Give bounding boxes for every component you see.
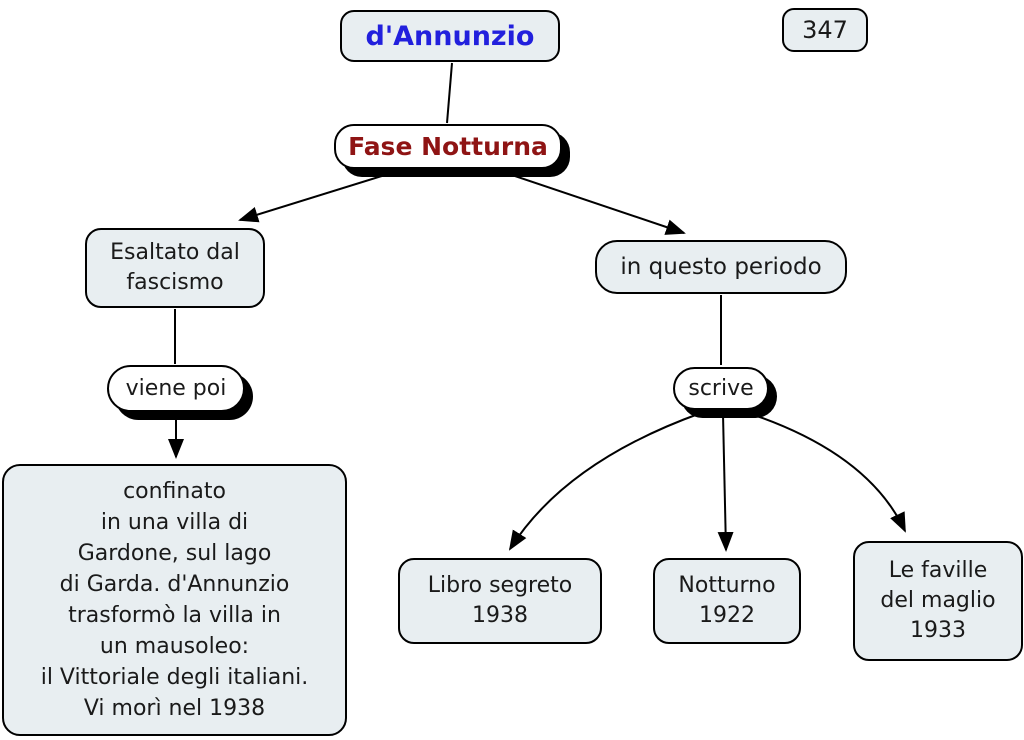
node-libro-segreto[interactable]: Libro segreto 1938 — [398, 558, 602, 644]
node-libro-segreto-label: Libro segreto 1938 — [427, 573, 573, 628]
node-notturno-label: Notturno 1922 — [678, 573, 776, 628]
node-esaltato-dal-fascismo[interactable]: Esaltato dal fascismo — [85, 228, 265, 308]
node-dannunzio-label: d'Annunzio — [365, 20, 535, 52]
node-in-questo-periodo[interactable]: in questo periodo — [595, 240, 847, 294]
link-phrase-viene-poi-label: viene poi — [125, 376, 227, 401]
link-phrase-scrive-label: scrive — [688, 376, 754, 401]
connector-phase-to-questo — [499, 170, 686, 235]
connector-phase-to-esaltato — [238, 170, 399, 223]
page-number-label: 347 — [802, 16, 848, 44]
node-notturno[interactable]: Notturno 1922 — [653, 558, 801, 644]
node-le-faville-label: Le faville del maglio 1933 — [880, 558, 996, 643]
node-in-questo-periodo-label: in questo periodo — [620, 254, 822, 280]
node-dannunzio[interactable]: d'Annunzio — [340, 10, 560, 62]
node-confinato-detail-label: confinato in una villa di Gardone, sul l… — [40, 479, 309, 721]
connector-scrive-to-libro — [508, 412, 702, 551]
connector-title-to-phase — [446, 62, 453, 124]
page-number-badge[interactable]: 347 — [782, 8, 868, 52]
link-phrase-viene-poi[interactable]: viene poi — [107, 365, 245, 412]
node-confinato-detail[interactable]: confinato in una villa di Gardone, sul l… — [2, 464, 347, 736]
node-le-faville-del-maglio[interactable]: Le faville del maglio 1933 — [853, 541, 1023, 661]
connector-scrive-to-notturno — [717, 413, 734, 552]
node-esaltato-label: Esaltato dal fascismo — [110, 240, 240, 295]
link-phrase-scrive[interactable]: scrive — [673, 367, 769, 410]
node-fase-notturna[interactable]: Fase Notturna — [334, 124, 562, 169]
connector-scrive-to-faville — [744, 411, 906, 533]
node-fase-notturna-label: Fase Notturna — [348, 132, 548, 161]
